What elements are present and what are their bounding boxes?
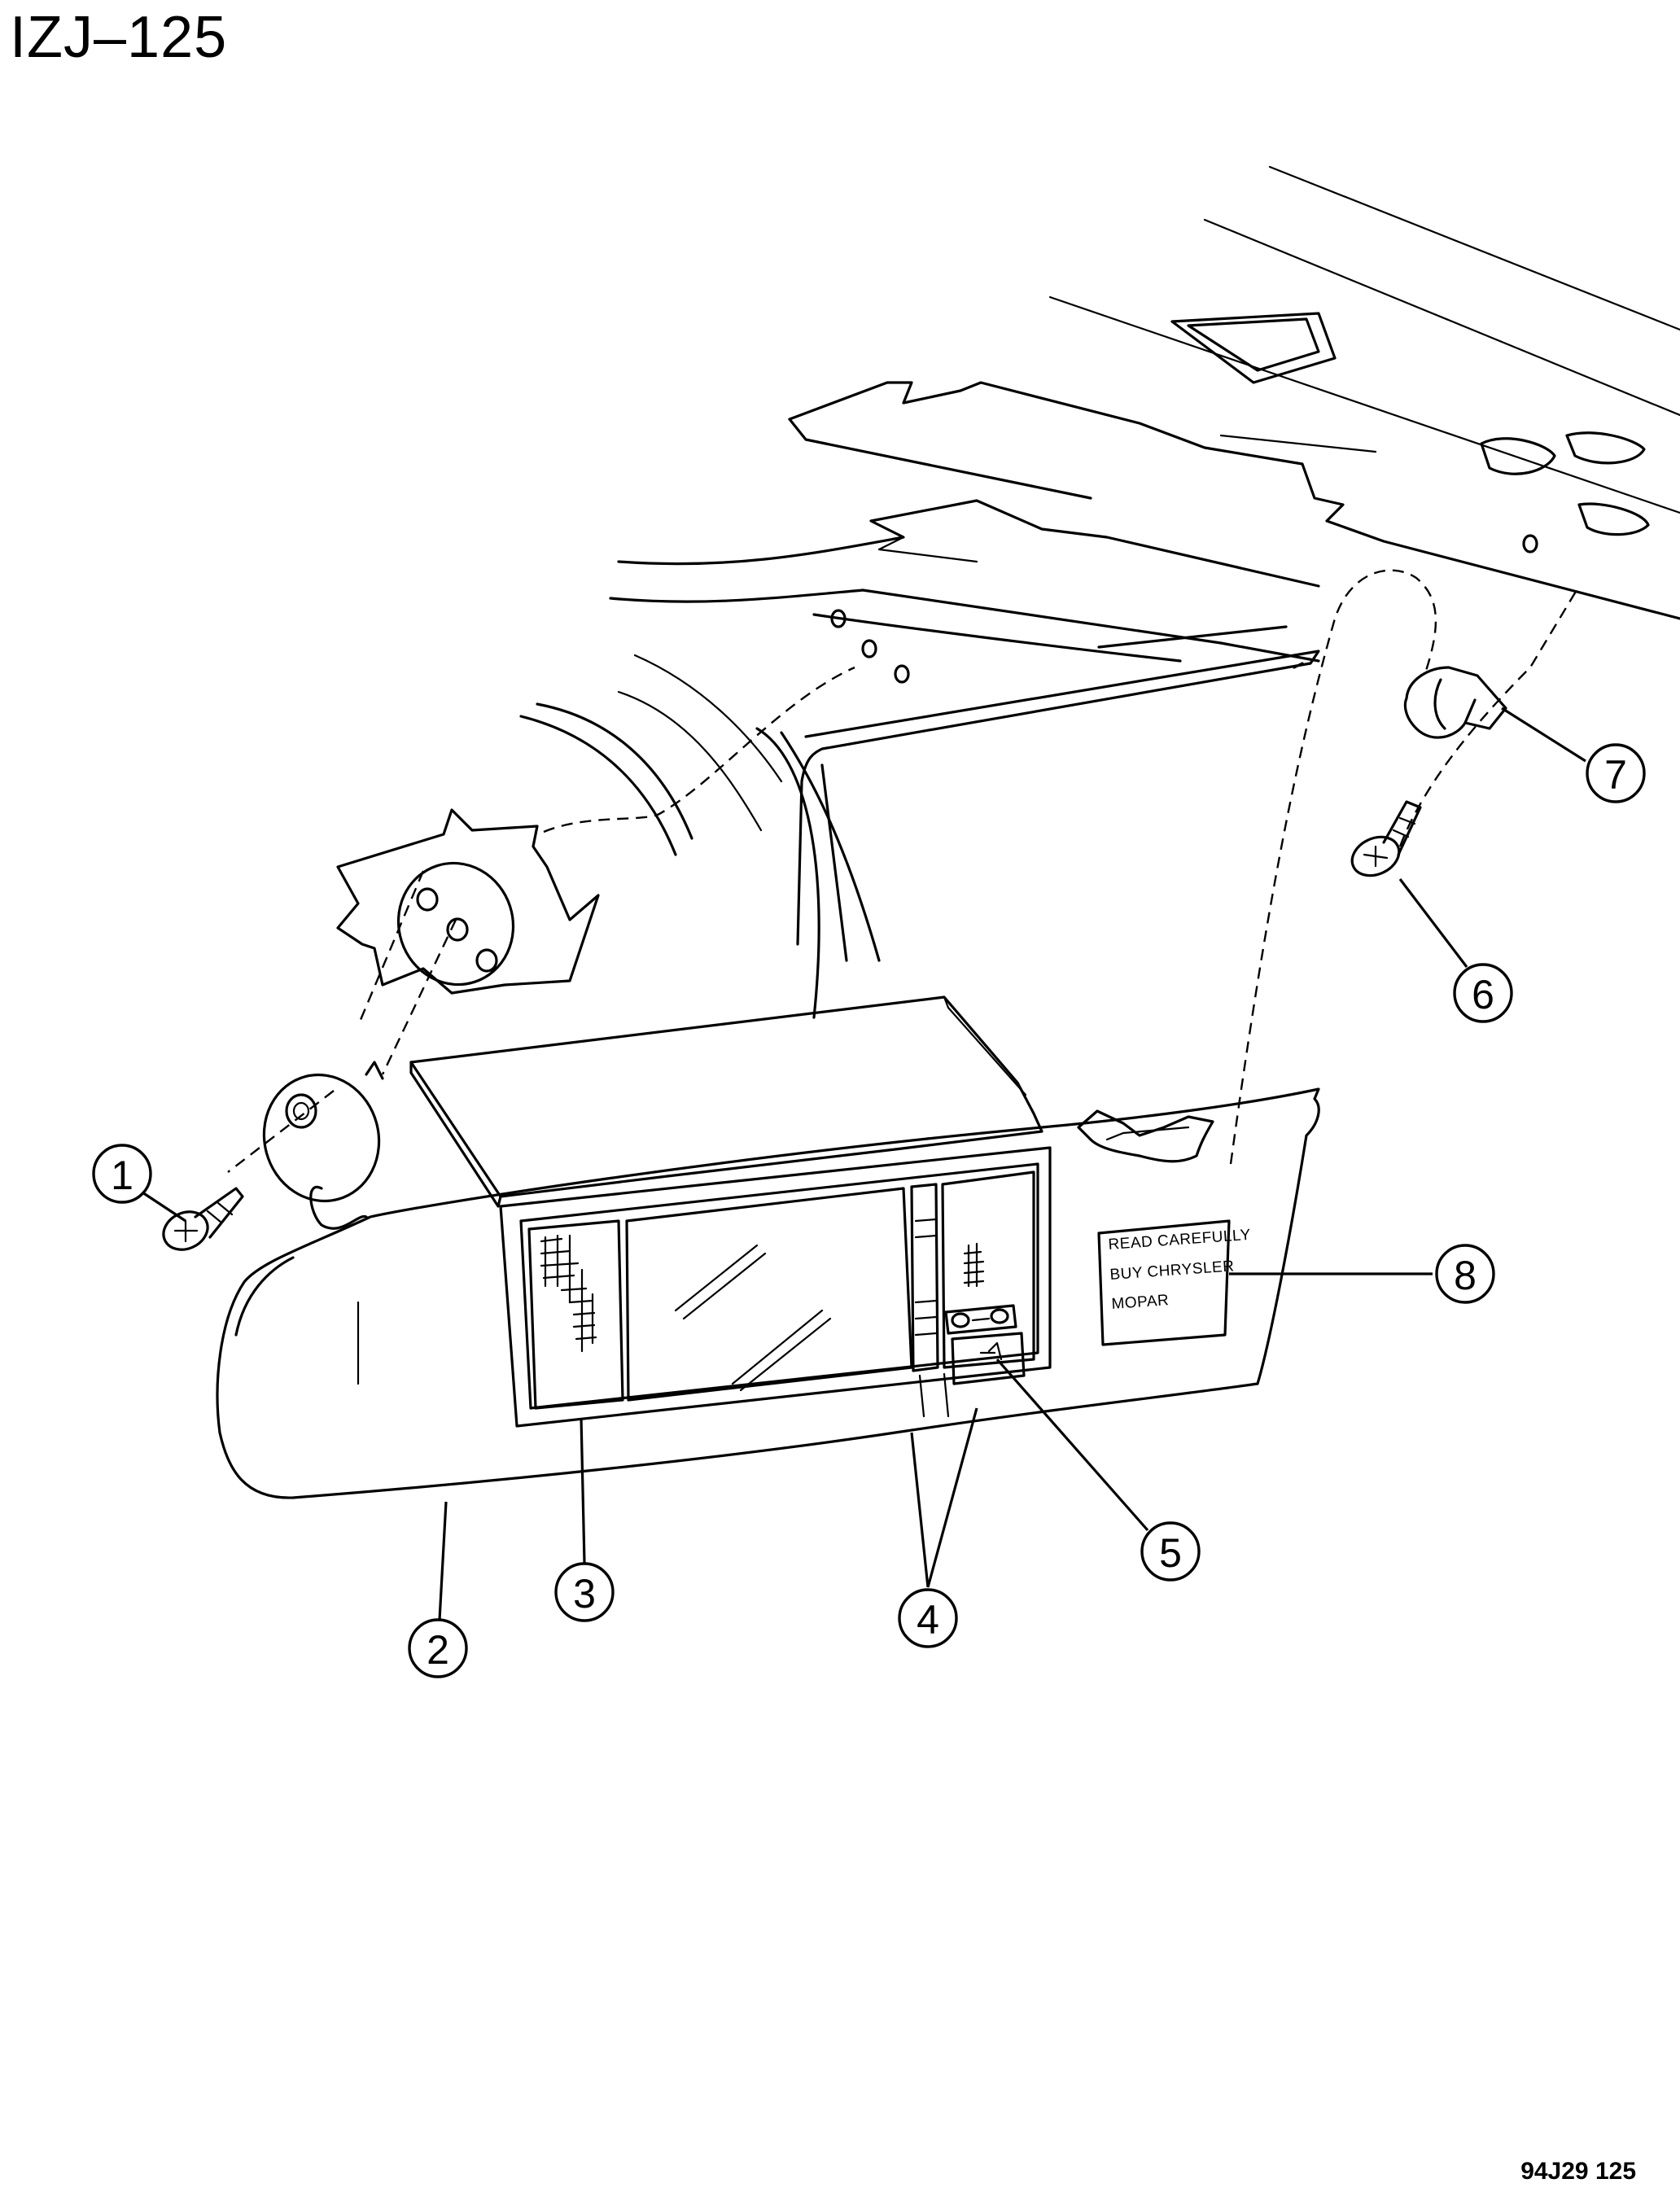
callout-1: 1 [92, 1144, 152, 1204]
label-line-2: BUY CHRYSLER [1109, 1258, 1235, 1284]
screw-item-6 [1350, 800, 1422, 877]
callout-7-number: 7 [1604, 752, 1627, 798]
callout-3: 3 [554, 1562, 615, 1622]
diagram-id: IZJ–125 [10, 5, 228, 70]
callout-4-number: 4 [917, 1597, 939, 1643]
callout-1-number: 1 [111, 1153, 133, 1198]
callout-8-number: 8 [1454, 1253, 1477, 1298]
drawing-code: 94J29 125 [1520, 2158, 1636, 2185]
roof-headliner [519, 165, 1680, 1019]
label-line-3: MOPAR [1111, 1292, 1170, 1313]
mirror-cover-flap [409, 995, 1043, 1208]
callout-8: 8 [1435, 1244, 1495, 1304]
screw-item-1 [162, 1187, 244, 1251]
callout-5: 5 [1140, 1521, 1201, 1582]
callout-5-number: 5 [1159, 1530, 1182, 1576]
sun-visor-body [216, 1087, 1320, 1499]
callout-4: 4 [898, 1588, 958, 1648]
assembly-lines [227, 569, 1581, 1173]
callout-6: 6 [1453, 963, 1513, 1023]
mirror-assembly [499, 1146, 1052, 1428]
leader-lines [142, 707, 1586, 1621]
callout-2: 2 [408, 1618, 468, 1678]
callout-7: 7 [1586, 743, 1646, 803]
visor-mounting-bracket [336, 808, 600, 995]
visor-warning-label: READ CAREFULLY BUY CHRYSLER MOPAR [1097, 1219, 1252, 1346]
visor-pivot-base [262, 1061, 384, 1230]
callout-3-number: 3 [573, 1571, 596, 1617]
callout-2-number: 2 [427, 1627, 449, 1673]
callout-6-number: 6 [1472, 972, 1494, 1017]
support-clip-item-7 [1403, 666, 1507, 739]
